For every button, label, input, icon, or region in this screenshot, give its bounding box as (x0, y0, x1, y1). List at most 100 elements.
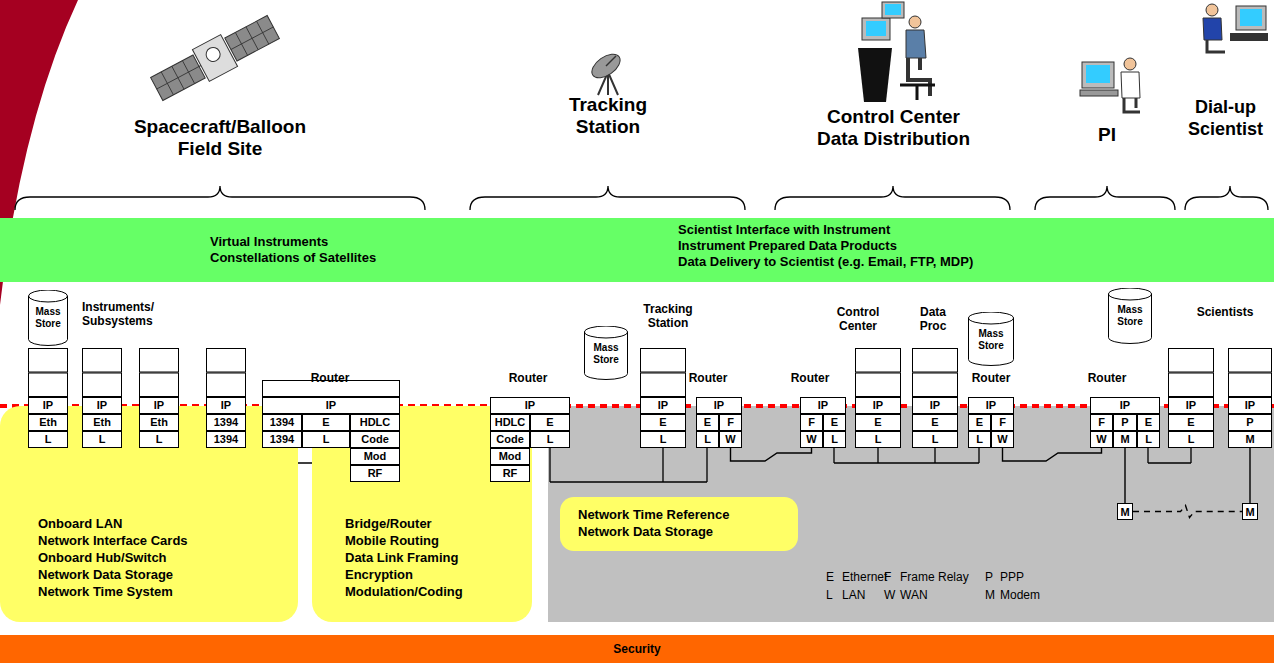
protocol-layer-box: Code (490, 431, 530, 448)
protocol-layer-box: IP (800, 397, 846, 414)
protocol-layer-box: L (823, 431, 846, 448)
protocol-layer-box: Mod (350, 448, 400, 465)
component-label: Router (966, 371, 1016, 385)
dialup-link (1133, 506, 1242, 518)
lan-bus-wire (550, 448, 707, 482)
layer-label: L (156, 433, 163, 446)
key-entry: Ethernet (842, 570, 887, 584)
protocol-layer-box: E (823, 414, 846, 431)
protocol-layer-box: F (719, 414, 742, 431)
protocol-layer-box: W (991, 431, 1014, 448)
protocol-layer-box: IP (696, 397, 742, 414)
protocol-layer-box: IP (139, 397, 179, 414)
lan-bus-wire (1148, 448, 1191, 463)
key-entry: PPP (1000, 570, 1024, 584)
layer-label: Eth (93, 416, 111, 429)
protocol-layer-box: IP (28, 397, 68, 414)
network-link (1124, 448, 1125, 503)
protocol-layer-box: 1394 (206, 414, 246, 431)
node-text: Onboard Hub/Switch (38, 549, 298, 566)
protocol-layer-box: L (640, 431, 686, 448)
protocol-layer-box: Eth (139, 414, 179, 431)
protocol-layer-box: E (696, 414, 719, 431)
empty-layer-box (1229, 373, 1272, 397)
empty-layer-box (29, 349, 68, 373)
layer-label: IP (97, 399, 107, 412)
layer-label: M (1120, 433, 1129, 446)
node-text: Modulation/Coding (345, 583, 532, 600)
protocol-layer-box: F (1090, 414, 1113, 431)
key-entry: F (884, 570, 891, 584)
layer-label: L (875, 433, 882, 446)
function-panel: Network Time ReferenceNetwork Data Stora… (560, 497, 798, 551)
layer-label: Code (361, 433, 389, 446)
layer-label: F (808, 416, 815, 429)
layer-label: E (704, 416, 711, 429)
layer-label: M (1245, 433, 1254, 446)
protocol-layer-box: E (968, 414, 991, 431)
layer-label: L (1145, 433, 1152, 446)
layer-label: RF (503, 467, 518, 480)
layer-label: 1394 (214, 433, 238, 446)
layer-label: RF (368, 467, 383, 480)
node-text: Network Data Storage (38, 566, 298, 583)
empty-layer-box (913, 349, 958, 373)
grouping-brace (1185, 186, 1268, 210)
component-label: Data Proc (913, 305, 953, 333)
modem-box: M (1242, 503, 1258, 520)
protocol-layer-box: L (28, 431, 68, 448)
key-entry: M (985, 588, 995, 602)
layer-label: E (1145, 416, 1152, 429)
layer-label: IP (658, 399, 668, 412)
key-entry: P (985, 570, 993, 584)
component-label: Tracking Station (633, 302, 703, 330)
node-text: Mass Store (28, 306, 68, 330)
mass-store-cylinder: Mass Store (968, 312, 1014, 366)
layer-label: W (806, 433, 816, 446)
layer-label: IP (43, 399, 53, 412)
protocol-layer-box: Eth (82, 414, 122, 431)
empty-layer-box (140, 373, 179, 397)
node-text: Network Time System (38, 583, 298, 600)
tracking-dish-icon (588, 49, 625, 95)
protocol-layer-box: W (800, 431, 823, 448)
layer-label: E (976, 416, 983, 429)
protocol-layer-box: IP (640, 397, 686, 414)
network-link (731, 448, 812, 461)
capability-band: Virtual InstrumentsConstellations of Sat… (0, 218, 1274, 282)
node-text: Constellations of Satellites (210, 250, 376, 266)
layer-label: HDLC (360, 416, 391, 429)
protocol-layer-box: L (302, 431, 350, 448)
component-label: Control Center (828, 305, 888, 333)
protocol-layer-box: M (1113, 431, 1137, 448)
layer-label: Code (496, 433, 524, 446)
empty-layer-box (29, 373, 68, 397)
empty-layer-box (1169, 373, 1214, 397)
layer-label: IP (930, 399, 940, 412)
protocol-layer-box: E (855, 414, 901, 431)
empty-layer-box (1229, 349, 1272, 373)
layer-label: F (999, 416, 1006, 429)
node-text: Mass Store (1108, 304, 1152, 328)
layer-label: 1394 (214, 416, 238, 429)
segment-heading: Dial-up Scientist (1178, 96, 1273, 140)
empty-layer-box (83, 349, 122, 373)
layer-label: IP (986, 399, 996, 412)
segment-heading: Tracking Station (558, 94, 658, 138)
empty-layer-box (913, 373, 958, 397)
empty-layer-box (856, 373, 901, 397)
protocol-layer-box: L (855, 431, 901, 448)
key-entry: W (884, 588, 895, 602)
segment-heading: PI (1087, 124, 1127, 146)
node-text: Mass Store (584, 342, 628, 366)
node-text: Network Time Reference (578, 506, 780, 523)
layer-label: IP (1120, 399, 1130, 412)
layer-label: P (1121, 416, 1128, 429)
empty-layer-box (641, 349, 686, 373)
key-entry: Modem (1000, 588, 1040, 602)
node-text: Instrument Prepared Data Products (678, 238, 973, 254)
protocol-layer-box: IP (968, 397, 1014, 414)
layer-label: E (931, 416, 938, 429)
protocol-layer-box: 1394 (262, 414, 302, 431)
network-link (1249, 448, 1250, 503)
